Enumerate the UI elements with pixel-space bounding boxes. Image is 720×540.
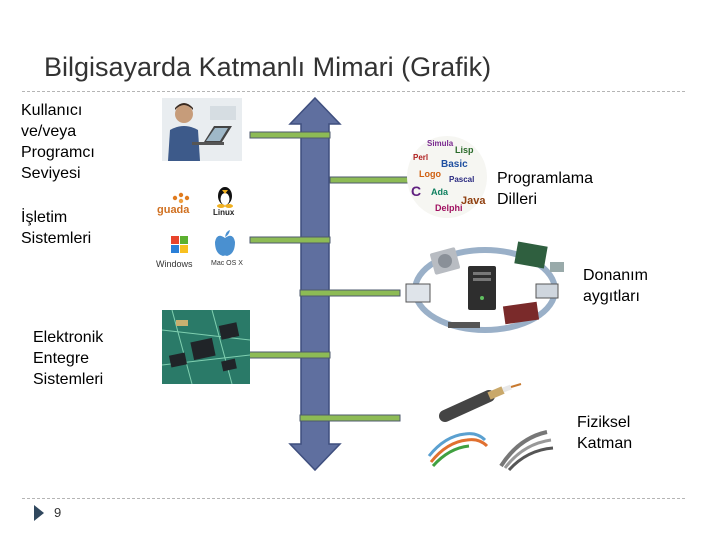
cloud-word: Perl xyxy=(413,153,429,162)
guada-logo-text: guada xyxy=(157,204,190,216)
layer-bar-languages xyxy=(329,176,411,184)
cloud-word: C xyxy=(411,183,422,199)
cloud-word: Logo xyxy=(419,169,441,179)
layer-bar-physical xyxy=(299,414,401,422)
label-physical-layer: Fiziksel Katman xyxy=(577,414,633,452)
cloud-word: Lisp xyxy=(455,145,474,155)
label-operating-systems: İşletim Sistemleri xyxy=(21,209,92,247)
hardware-devices-image xyxy=(400,238,570,340)
label-programming-languages: Programlama Dilleri xyxy=(497,170,594,208)
label-electronic-ic: Elektronik Entegre Sistemleri xyxy=(33,329,104,388)
physical-cables-image xyxy=(425,378,555,472)
layer-bar-os xyxy=(249,236,331,244)
double-headed-arrow xyxy=(288,96,342,472)
macos-logo-text: Mac OS X xyxy=(211,260,243,267)
cloud-word: Pascal xyxy=(449,175,475,184)
title-divider xyxy=(22,91,685,92)
cloud-word: Java xyxy=(461,195,486,207)
page-marker-triangle-icon xyxy=(34,505,44,521)
page-number: 9 xyxy=(54,505,62,520)
label-user-level: Kullanıcı ve/veya Programcı Seviyesi xyxy=(21,102,95,182)
layer-bar-electronics xyxy=(244,351,331,359)
layer-bar-user xyxy=(249,131,331,139)
user-at-computer-image xyxy=(162,98,242,161)
circuit-board-image xyxy=(162,310,250,384)
linux-logo-text: Linux xyxy=(213,208,235,217)
footer-divider xyxy=(22,498,685,499)
slide-title: Bilgisayarda Katmanlı Mimari (Grafik) xyxy=(44,52,492,82)
cloud-word: Delphi xyxy=(435,203,463,213)
os-logos-group: guada Linux Windows Mac OS X xyxy=(155,180,255,270)
windows-logo-text: Windows xyxy=(156,259,193,269)
label-hardware-devices: Donanım aygıtları xyxy=(583,267,648,305)
cloud-word: Simula xyxy=(427,139,454,148)
cloud-word: Ada xyxy=(431,187,449,197)
layer-bar-hardware xyxy=(299,289,401,297)
cloud-word: Basic xyxy=(441,159,468,170)
programming-language-word-cloud: Simula Lisp Perl Basic Logo Pascal C Ada… xyxy=(405,133,490,221)
